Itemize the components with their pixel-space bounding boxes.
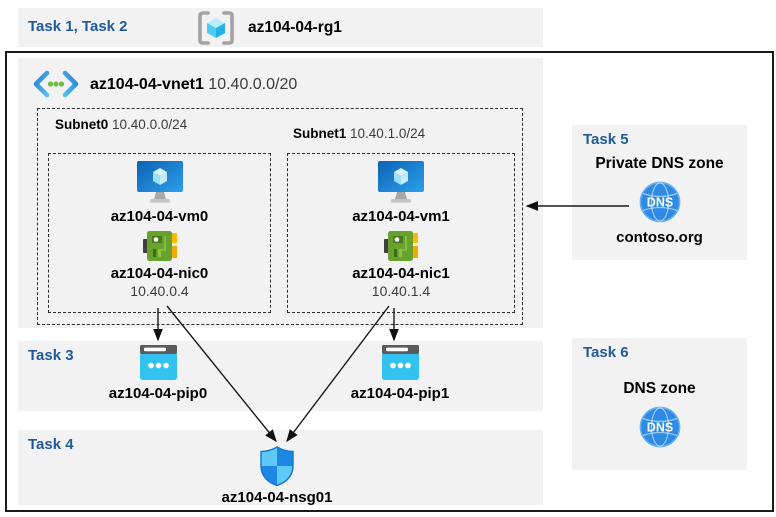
nic1-ip: 10.40.1.4 — [371, 283, 431, 299]
public-ip-icon — [139, 345, 177, 380]
subnet1-box: az104-04-vm1 az104-04-nic1 10.40.1.4 — [287, 153, 515, 313]
resource-group-icon — [198, 11, 234, 45]
dns-icon: DNS — [639, 181, 680, 223]
resource-group-name: az104-04-rg1 — [248, 19, 342, 36]
task6-box: Task 6 DNS zone DNS — [572, 338, 747, 470]
pip0-label: az104-04-pip0 — [108, 385, 208, 402]
network-security-group-icon — [260, 446, 294, 486]
dns-badge-text: DNS — [646, 196, 672, 210]
network-interface-icon — [142, 231, 177, 261]
nsg-label: az104-04-nsg01 — [221, 489, 333, 506]
nsg-group: az104-04-nsg01 — [217, 446, 337, 506]
dns-zone-title: DNS zone — [623, 380, 696, 397]
task3-label: Task 3 — [28, 347, 74, 364]
private-dns-zone-title: Private DNS zone — [595, 155, 724, 172]
vnet-panel: az104-04-vnet1 10.40.0.0/20 Subnet0 10.4… — [18, 58, 543, 328]
pip0-group: az104-04-pip0 — [98, 345, 218, 402]
network-interface-icon — [384, 231, 418, 261]
pip1-label: az104-04-pip1 — [350, 385, 450, 402]
task5-box: Task 5 Private DNS zone DNS contoso.org — [572, 125, 747, 260]
nic0-ip: 10.40.0.4 — [130, 283, 189, 299]
pip1-group: az104-04-pip1 — [340, 345, 460, 402]
nic0-label: az104-04-nic0 — [110, 265, 209, 282]
virtual-machine-icon — [378, 161, 424, 203]
nic1-label: az104-04-nic1 — [352, 265, 450, 282]
task5-label: Task 5 — [583, 131, 629, 148]
virtual-network-icon — [33, 70, 79, 98]
vm1-label: az104-04-vm1 — [352, 208, 450, 225]
resource-group-bar: Task 1, Task 2 az104-04-rg1 — [18, 8, 543, 47]
vnet-cidr: 10.40.0.0/20 — [208, 76, 298, 93]
subnets-container — [37, 108, 523, 325]
subnet0-box: az104-04-vm0 az104-04-nic0 10.40.0.4 — [48, 153, 271, 313]
task4-band: Task 4 az104-04-nsg01 — [18, 430, 543, 506]
vnet-title: az104-04-vnet1 10.40.0.0/20 — [90, 76, 297, 94]
vm0-label: az104-04-vm0 — [110, 208, 209, 225]
dns-icon: DNS — [639, 406, 680, 448]
task-1-2-label: Task 1, Task 2 — [28, 18, 128, 35]
task6-label: Task 6 — [583, 344, 629, 361]
task3-band: Task 3 az104-04-pip0 az104-04-pip1 — [18, 341, 543, 411]
vnet-name: az104-04-vnet1 — [90, 76, 204, 93]
subnet1-label: Subnet1 10.40.1.0/24 — [293, 126, 426, 141]
virtual-machine-icon — [136, 161, 183, 203]
public-ip-icon — [381, 345, 419, 380]
subnet0-label: Subnet0 10.40.0.0/24 — [55, 117, 188, 132]
dns-badge-text: DNS — [646, 421, 672, 435]
private-dns-zone-name: contoso.org — [616, 229, 703, 246]
task4-label: Task 4 — [28, 436, 74, 453]
